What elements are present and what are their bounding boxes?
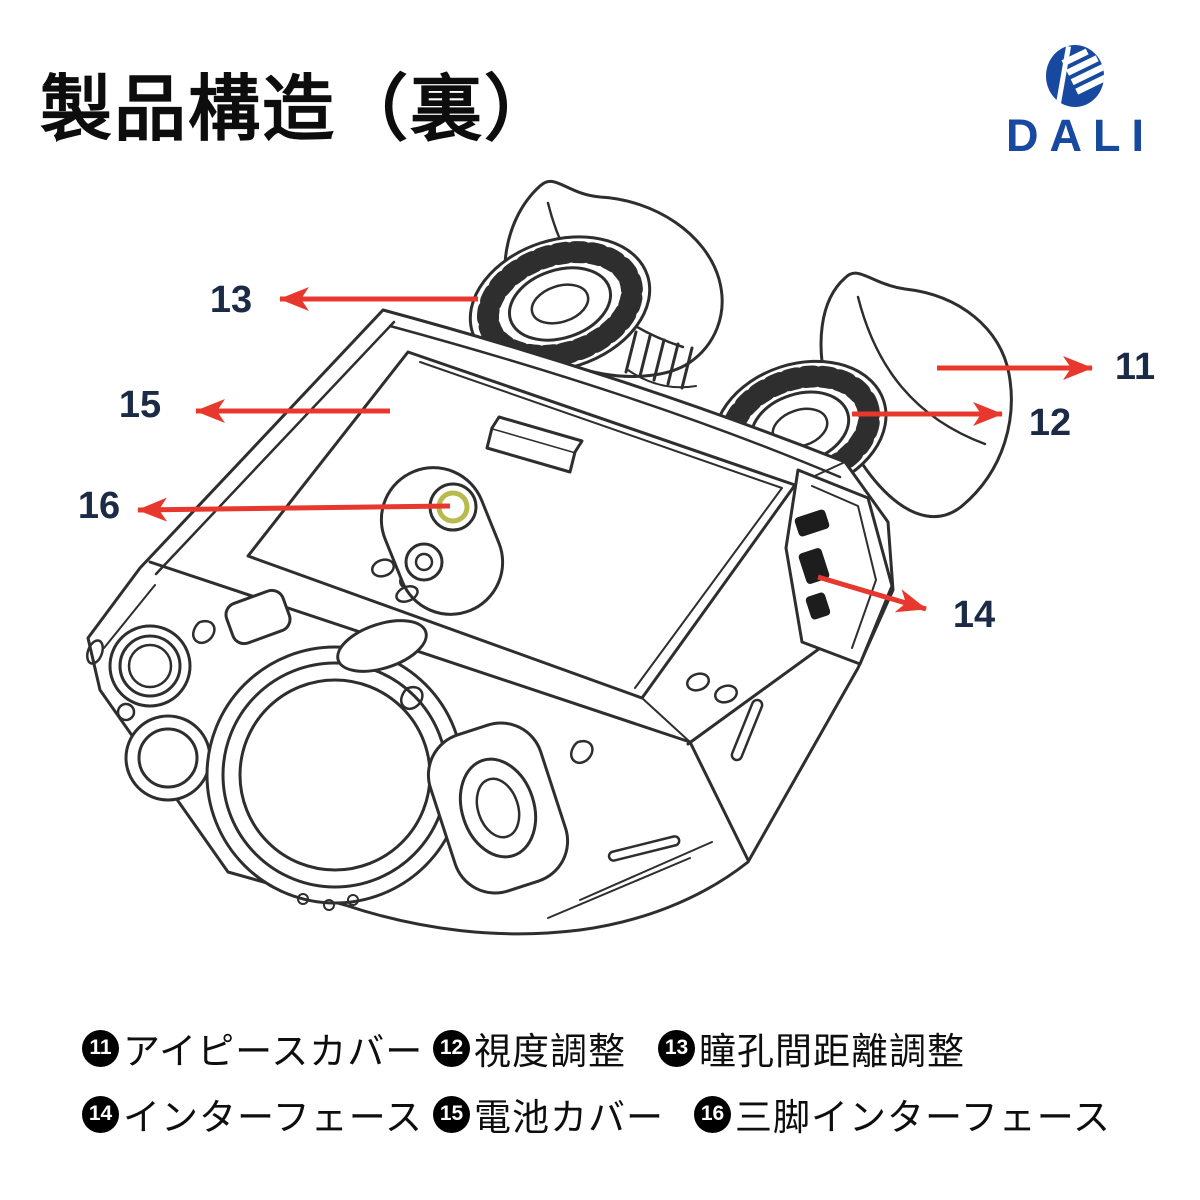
interface-ports: [784, 468, 894, 666]
brand-logo: DALI: [980, 44, 1170, 162]
callout-arrows: [137, 287, 1093, 613]
laser-lens-top: [108, 624, 192, 708]
brand-name: DALI: [1006, 110, 1155, 161]
legend-label-interface: インターフェース: [123, 1097, 423, 1138]
legend-item-diopter-adjustment: 12 視度調整: [433, 1021, 626, 1075]
legend-badge-12: 12: [433, 1029, 470, 1067]
legend-label-battery-cover: 電池カバー: [474, 1097, 664, 1138]
legend-label-tripod-interface: 三脚インターフェース: [735, 1097, 1111, 1138]
eyepiece-left: [468, 179, 724, 378]
legend-label-interpupillary-adjustment: 瞳孔間距離調整: [699, 1031, 965, 1072]
legend-item-battery-cover: 15 電池カバー: [433, 1087, 664, 1141]
legend-badge-16: 16: [694, 1095, 731, 1133]
callout-label-15: 15: [119, 384, 161, 426]
camera-lens: [426, 721, 570, 895]
callout-labels: 13 15 16 11 12 14: [78, 279, 1155, 636]
callout-label-12: 12: [1029, 402, 1071, 444]
legend-badge-14: 14: [82, 1095, 119, 1133]
legend-badge-13: 13: [658, 1029, 695, 1067]
battery-cover: [246, 350, 846, 743]
callout-label-14: 14: [953, 594, 995, 636]
objective-lens: [205, 645, 465, 905]
callout-arrow-16: [137, 497, 451, 522]
legend-label-eyepiece-cover: アイピースカバー: [123, 1031, 424, 1072]
legend-item-tripod-interface: 16 三脚インターフェース: [694, 1087, 1111, 1141]
legend-badge-11: 11: [82, 1029, 119, 1067]
legend-item-interpupillary-adjustment: 13 瞳孔間距離調整: [658, 1021, 965, 1075]
callout-label-16: 16: [78, 485, 120, 527]
callout-arrow-14: [817, 574, 927, 613]
callout-label-11: 11: [1115, 346, 1155, 388]
legend-badge-15: 15: [433, 1095, 470, 1133]
callout-label-13: 13: [210, 279, 252, 321]
legend-item-eyepiece-cover: 11 アイピースカバー: [82, 1021, 423, 1075]
dali-globe-icon: [1046, 45, 1104, 107]
device-illustration: [85, 179, 1013, 936]
legend-label-diopter-adjustment: 視度調整: [474, 1031, 626, 1072]
legend-item-interface: 14 インターフェース: [82, 1087, 423, 1141]
front-lenses: [85, 588, 594, 911]
page-title: 製品構造（裏）: [40, 70, 559, 150]
